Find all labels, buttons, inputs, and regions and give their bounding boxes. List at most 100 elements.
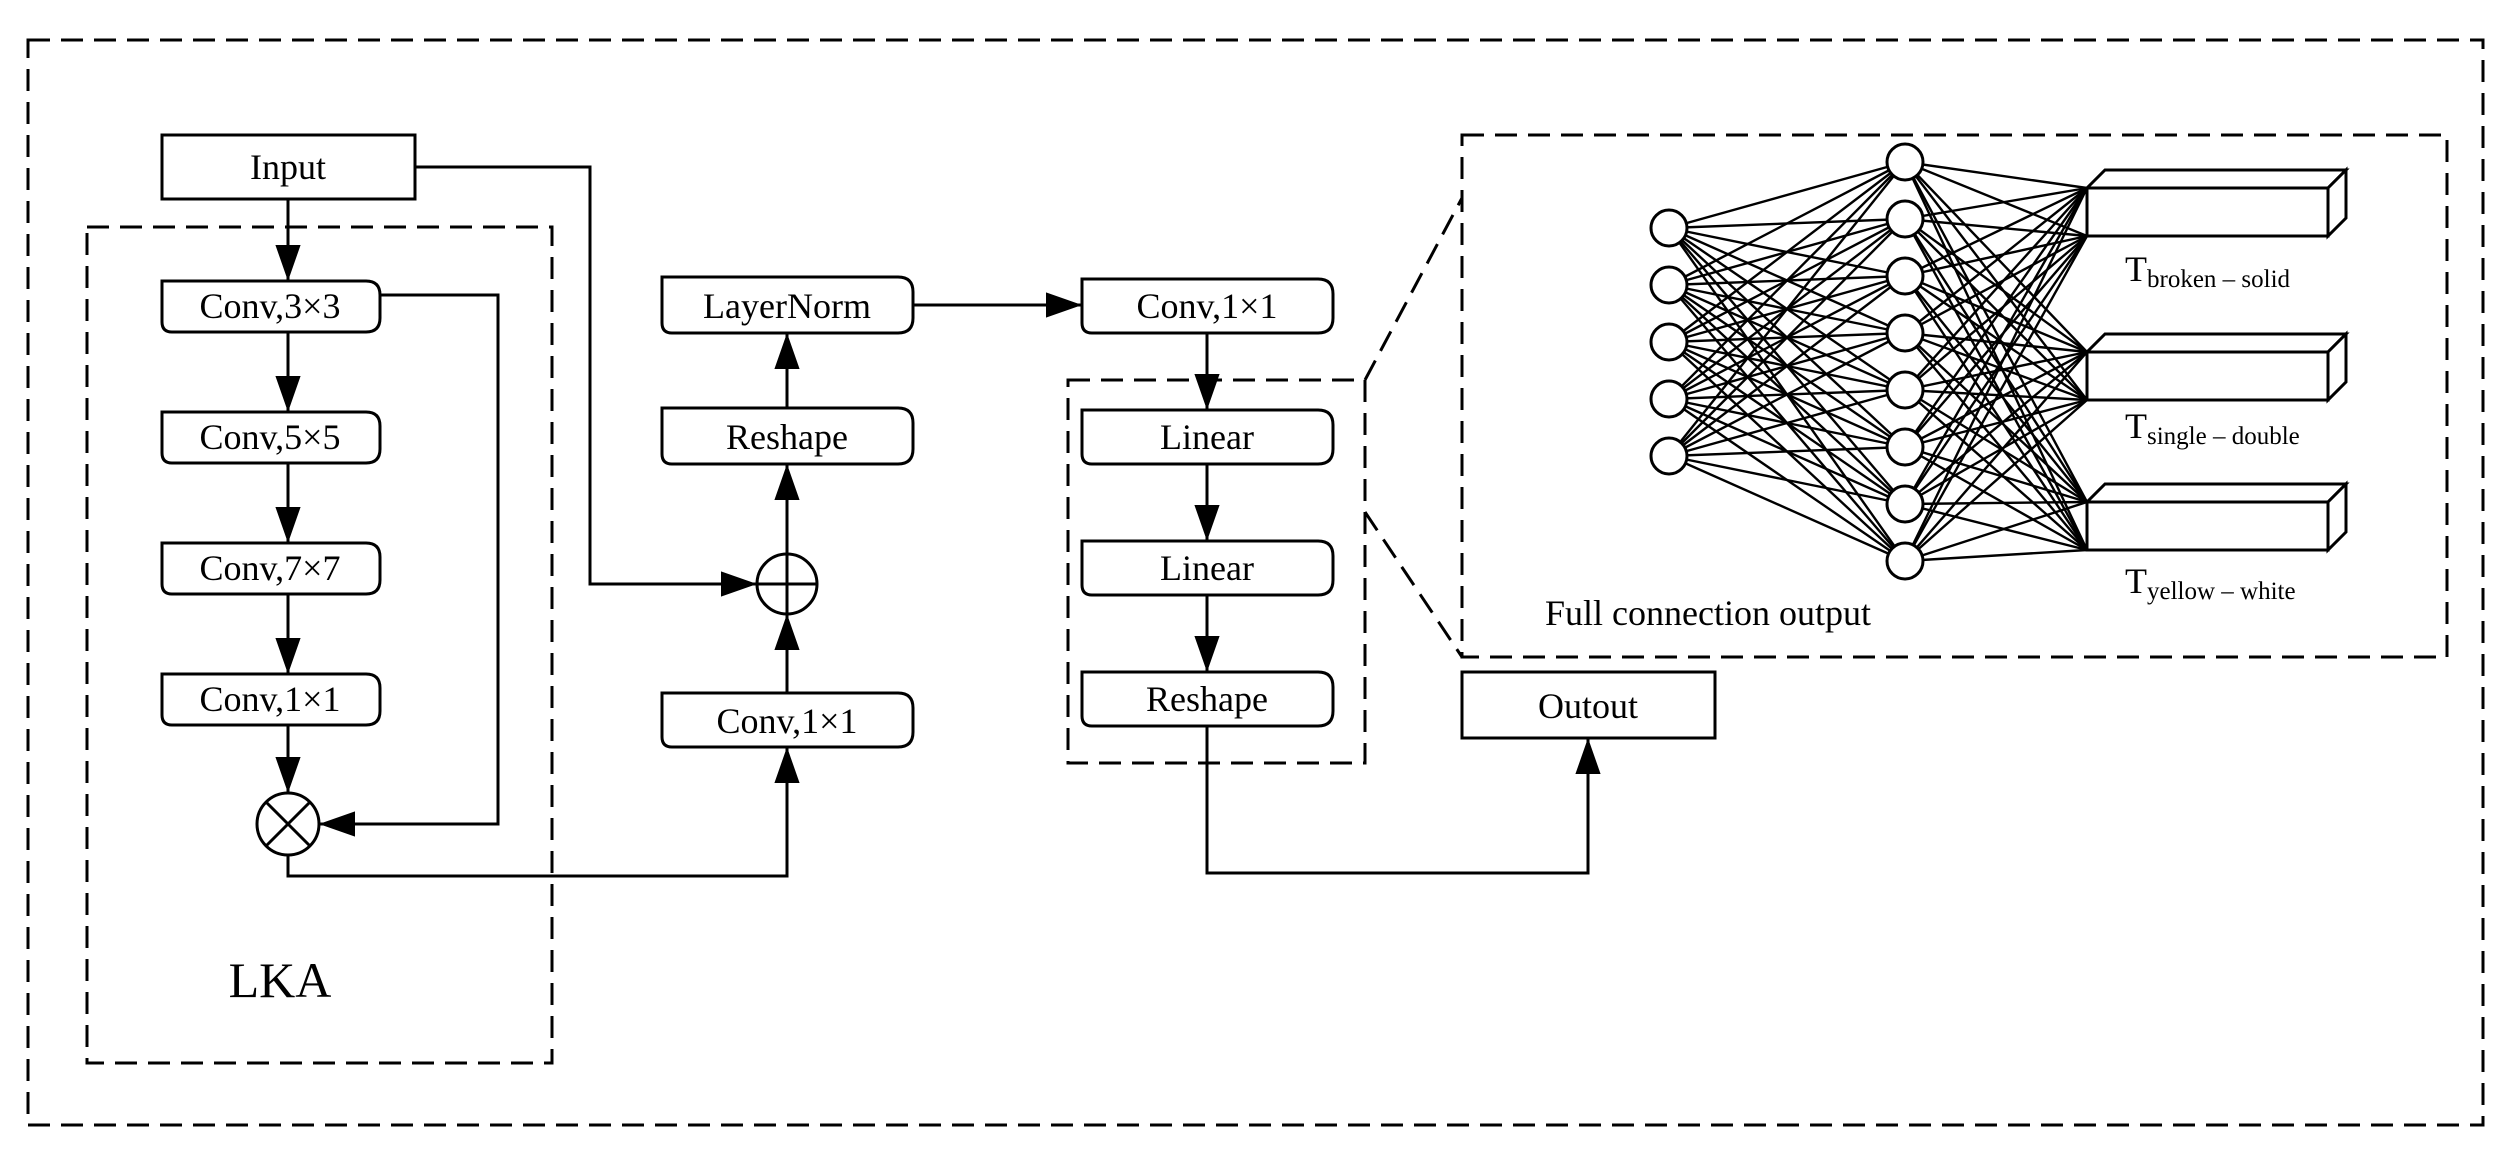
fc-input-node — [1649, 436, 1689, 476]
lka-conv1-box: Conv,1×1 — [160, 672, 382, 727]
conv7-label: Conv,7×7 — [200, 548, 341, 588]
fc-edge-hidden-output — [1904, 186, 2088, 278]
right-conv1-label: Conv,1×1 — [1137, 286, 1278, 326]
lka-conv1-label: Conv,1×1 — [200, 679, 341, 719]
conv7-box: Conv,7×7 — [160, 541, 382, 596]
fc-edge-hidden-output — [1904, 398, 2088, 449]
fc-input-node — [1649, 265, 1689, 305]
fc-input-node — [1649, 208, 1689, 248]
mid-conv1-box: Conv,1×1 — [660, 691, 915, 749]
fc-edge-input-hidden — [1668, 445, 1906, 458]
fc-edge-input-hidden — [1668, 454, 1906, 506]
fc-edge-hidden-output — [1904, 351, 2088, 562]
fc-output-3-label: Tyellow – white — [2125, 561, 2296, 605]
fc-edge-hidden-output — [1904, 275, 2088, 401]
fc-edge-hidden-output — [1904, 187, 2088, 448]
fc-panel — [1460, 133, 2449, 659]
fc-edge-hidden-output — [1903, 187, 2089, 562]
fc-edge-hidden-output — [1904, 445, 2088, 504]
fc-edge-hidden-output — [1904, 235, 2088, 391]
fc-output-2: Tsingle – double — [2083, 330, 2350, 450]
conv3-box: Conv,3×3 — [160, 279, 382, 334]
linear1-label: Linear — [1160, 417, 1254, 457]
fc-edge-hidden-output — [1904, 500, 2088, 563]
right-reshape-label: Reshape — [1146, 679, 1268, 719]
fc-edge-hidden-output — [1904, 187, 2088, 334]
input-label: Input — [250, 147, 326, 187]
fc-edge-hidden-output — [1904, 388, 2088, 402]
fc-hidden-node — [1885, 370, 1925, 410]
fc-output-3: Tyellow – white — [2083, 480, 2350, 605]
connectors — [275, 165, 1601, 878]
output-box: Outout — [1460, 670, 1717, 740]
fc-edge-input-hidden — [1668, 218, 1906, 457]
fc-hidden-node — [1885, 313, 1925, 353]
fc-edge-input-hidden — [1668, 275, 1906, 457]
mid-conv1-label: Conv,1×1 — [717, 701, 858, 741]
fc-edge-input-hidden — [1668, 331, 1906, 458]
lka-group — [85, 225, 554, 1065]
layernorm-box: LayerNorm — [660, 275, 915, 335]
fc-edge-hidden-output — [1904, 275, 2088, 503]
fc-edge-hidden-output — [1903, 187, 2089, 505]
multiply-operator — [255, 791, 321, 857]
linear1-box: Linear — [1080, 408, 1335, 466]
fc-edge-hidden-output — [1903, 218, 2089, 503]
fc-edge-input-hidden — [1668, 160, 1906, 287]
fc-edge-hidden-output — [1904, 186, 2088, 221]
fc-hidden-node — [1885, 541, 1925, 581]
zoom-connector-bottom — [1363, 511, 1464, 658]
outer-frame — [26, 38, 2485, 1127]
fc-hidden-node — [1885, 484, 1925, 524]
fc-edge-hidden-output — [1904, 160, 2088, 238]
add-operator — [755, 552, 819, 616]
fc-hidden-node — [1885, 256, 1925, 296]
fc-edge-hidden-output — [1904, 500, 2088, 506]
fc-input-node — [1649, 379, 1689, 419]
fc-edge-hidden-output — [1904, 351, 2088, 505]
fc-hidden-node — [1885, 427, 1925, 467]
fc-title: Full connection output — [1545, 593, 1871, 633]
fc-hidden-node — [1885, 199, 1925, 239]
fc-edge-hidden-output — [1904, 160, 2088, 190]
fc-edge-hidden-output — [1903, 235, 2089, 562]
fc-edge-hidden-output — [1904, 187, 2088, 391]
fc-network — [1649, 142, 2089, 581]
fc-output-1-label: Tbroken – solid — [2125, 249, 2291, 293]
fc-edge-hidden-output — [1903, 218, 2089, 551]
fc-edge-hidden-output — [1904, 235, 2088, 505]
fc-edge-hidden-output — [1904, 548, 2088, 563]
linear2-label: Linear — [1160, 548, 1254, 588]
fc-edge-hidden-output — [1903, 161, 2089, 503]
linear2-box: Linear — [1080, 539, 1335, 597]
fc-output-2-label: Tsingle – double — [2125, 406, 2300, 450]
fc-edge-hidden-output — [1904, 332, 2088, 503]
fc-edge-hidden-output — [1904, 502, 2088, 552]
fc-edge-hidden-output — [1904, 399, 2088, 562]
fc-edge-input-hidden — [1668, 160, 1906, 230]
lka-label: LKA — [229, 952, 332, 1008]
conv5-label: Conv,5×5 — [200, 417, 341, 457]
reshape-box: Reshape — [660, 406, 915, 466]
fc-edge-hidden-output — [1903, 161, 2089, 551]
output-label: Outout — [1538, 686, 1638, 726]
fc-edge-input-hidden — [1668, 161, 1906, 343]
fc-input-node — [1649, 322, 1689, 362]
layernorm-label: LayerNorm — [703, 286, 871, 326]
fc-output-1: Tbroken – solid — [2083, 166, 2350, 293]
fc-edge-hidden-output — [1904, 331, 2088, 402]
fc-hidden-node — [1885, 142, 1925, 182]
fc-edge-input-hidden — [1668, 388, 1906, 458]
reshape-label: Reshape — [726, 417, 848, 457]
fc-edge-hidden-output — [1904, 218, 2088, 401]
conv5-box: Conv,5×5 — [160, 410, 382, 465]
fc-edge-hidden-output — [1904, 389, 2088, 551]
fc-edge-hidden-output — [1904, 445, 2088, 552]
fc-edge-hidden-output — [1904, 161, 2088, 401]
fc-edge-hidden-output — [1904, 398, 2088, 506]
right-conv1-box: Conv,1×1 — [1080, 277, 1335, 335]
fc-edge-hidden-output — [1904, 275, 2088, 551]
fc-edge-input-hidden — [1668, 161, 1906, 457]
fc-edge-input-hidden — [1668, 454, 1906, 563]
